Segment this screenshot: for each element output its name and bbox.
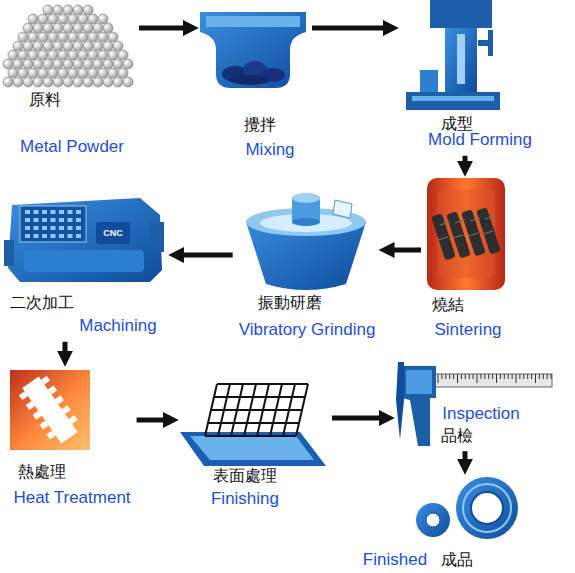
process-step: 二次加工 Machining bbox=[2, 190, 167, 338]
powder-pile bbox=[3, 5, 133, 87]
flow-arrow bbox=[332, 416, 382, 421]
step-name-zh: 二次加工 bbox=[10, 294, 74, 312]
process-step: 熱處理 Heat Treatment bbox=[10, 368, 133, 510]
step-name: Inspection bbox=[442, 404, 520, 424]
cnc-machine bbox=[4, 198, 164, 282]
step-name: Finishing bbox=[211, 489, 279, 509]
process-step: 燒結 Sintering bbox=[425, 178, 507, 342]
flow-arrow bbox=[137, 418, 166, 423]
step-name: Finished bbox=[363, 550, 427, 570]
step-name-zh: 振動研磨 bbox=[258, 294, 322, 312]
process-step: Finished 成品 bbox=[361, 476, 523, 572]
finished-parts bbox=[416, 477, 518, 539]
sintering-furnace bbox=[427, 178, 505, 290]
step-name-zh: 品檢 bbox=[441, 427, 473, 445]
step-name: Vibratory Grinding bbox=[239, 320, 376, 340]
process-step: 振動研磨 Vibratory Grinding bbox=[237, 195, 378, 342]
heat-treatment-part bbox=[10, 370, 90, 450]
flow-arrow bbox=[463, 156, 468, 164]
step-name-zh: 成品 bbox=[441, 551, 473, 569]
flow-arrow bbox=[463, 451, 468, 462]
mixing-vessel bbox=[200, 12, 306, 88]
step-name: Mixing bbox=[245, 140, 294, 160]
step-name-zh: 熱處理 bbox=[18, 463, 66, 481]
step-name: Sintering bbox=[434, 320, 501, 340]
process-step: Inspection 品檢 bbox=[396, 360, 552, 447]
step-name-zh: 原料 bbox=[29, 91, 61, 109]
flow-arrow bbox=[181, 253, 233, 258]
step-name-zh: 攪拌 bbox=[244, 116, 276, 134]
flow-arrow bbox=[312, 26, 386, 31]
finishing-tank bbox=[180, 384, 326, 466]
flow-arrow bbox=[139, 26, 186, 31]
flow-arrow bbox=[63, 342, 68, 354]
flow-arrow bbox=[391, 248, 421, 253]
process-step: 原料 Metal Powder bbox=[5, 5, 135, 159]
step-name-zh: 表面處理 bbox=[213, 467, 277, 485]
process-step: 攪拌 Mixing bbox=[200, 8, 308, 162]
step-name: Machining bbox=[79, 316, 157, 336]
vibratory-bowl bbox=[246, 193, 366, 290]
step-name: Mold Forming bbox=[428, 130, 532, 150]
machine-mark: CNC bbox=[103, 228, 123, 238]
step-name: Heat Treatment bbox=[13, 488, 130, 508]
forming-press bbox=[406, 0, 500, 110]
caliper bbox=[396, 362, 552, 446]
step-name: Metal Powder bbox=[20, 137, 124, 157]
step-name-zh: 燒結 bbox=[432, 296, 464, 314]
process-step: 成型Mold Forming bbox=[400, 0, 534, 152]
process-step: 表面處理 Finishing bbox=[180, 380, 328, 511]
